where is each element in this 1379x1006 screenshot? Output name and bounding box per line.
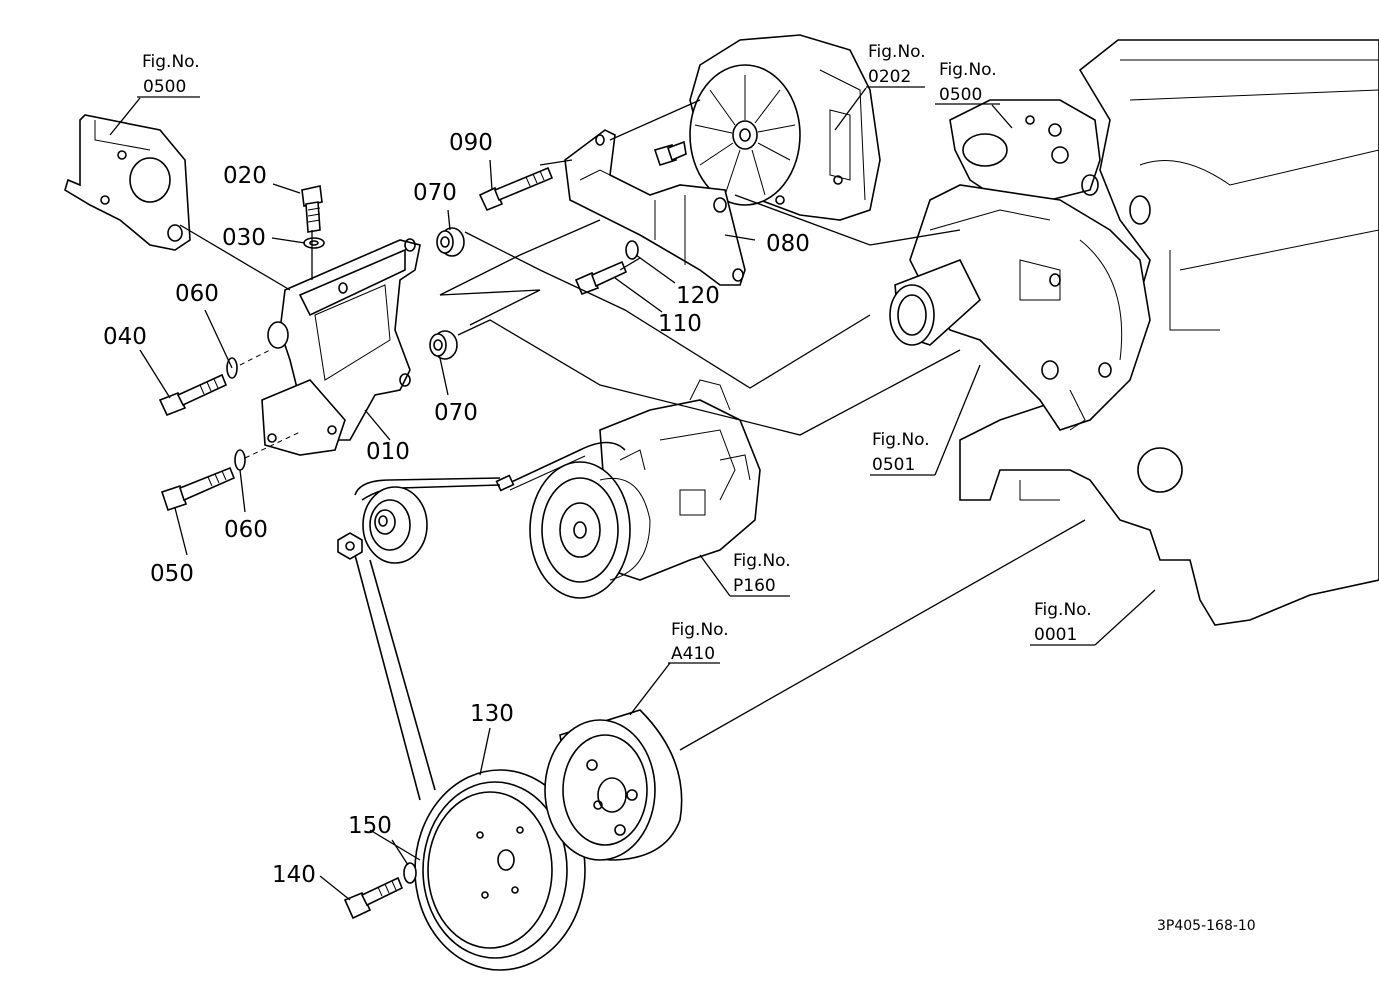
callout-020: 020 [223,163,267,189]
bracket-010 [261,238,421,456]
nut [653,140,687,166]
callout-130: 130 [470,701,514,727]
bolt-110 [574,260,628,296]
fig-ref-number: 0501 [872,455,915,475]
ac-compressor [495,379,761,599]
spacer-070-lower [429,330,458,360]
fig-ref-title: Fig.No. [142,52,200,72]
idler-nut [337,532,363,560]
bracket-080 [564,129,746,286]
water-pump-housing [889,99,1151,431]
callout-080: 080 [766,231,810,257]
callout-labels: 020 030 060 040 050 060 070 070 080 090 … [103,130,810,888]
bolt-040 [158,373,228,417]
fig-ref-title: Fig.No. [1034,600,1092,620]
callout-120: 120 [676,283,720,309]
callout-070-upper: 070 [413,180,457,206]
callout-040: 040 [103,324,147,350]
lock-washer-030 [303,237,325,249]
callout-150: 150 [348,813,392,839]
callout-010: 010 [366,439,410,465]
fig-ref-title: Fig.No. [671,620,729,640]
fig-ref-number: A410 [671,644,715,664]
assembly-lines [179,99,1086,861]
callout-060-lower: 060 [224,517,268,543]
bolt-090 [478,166,554,212]
bolt-020 [301,185,323,233]
fig-ref-title: Fig.No. [733,551,791,571]
fig-ref-number: 0500 [939,85,982,105]
callout-050: 050 [150,561,194,587]
washer-150 [403,862,417,884]
fig-ref-number: 0001 [1034,625,1077,645]
bolt-140 [343,876,404,920]
callout-030: 030 [222,225,266,251]
bolt-050 [160,466,236,512]
fig-ref-title: Fig.No. [868,42,926,62]
callout-leaders [139,159,756,901]
fig-ref-leaders [109,86,1156,716]
damper-pulley-a410 [544,709,683,861]
washer-120 [625,240,639,260]
fig-ref-number: 0202 [868,67,911,87]
engine-mount-bracket [64,114,191,251]
fig-ref-title: Fig.No. [939,60,997,80]
tension-pulley [362,486,428,564]
callout-060-upper: 060 [175,281,219,307]
callout-140: 140 [272,862,316,888]
figure-references: Fig.No. 0500 Fig.No. 0202 Fig.No. 0500 F… [142,42,1092,664]
fig-ref-number: P160 [733,576,776,596]
drawing-code: 3P405-168-10 [1157,918,1256,934]
washer-060-lower [234,449,246,471]
fig-ref-title: Fig.No. [872,430,930,450]
gear-case-cover [689,34,881,221]
callout-090: 090 [449,130,493,156]
spacer-070-upper [436,227,465,257]
fig-ref-number: 0500 [143,77,186,97]
callout-070-lower: 070 [434,400,478,426]
callout-110: 110 [658,311,702,337]
